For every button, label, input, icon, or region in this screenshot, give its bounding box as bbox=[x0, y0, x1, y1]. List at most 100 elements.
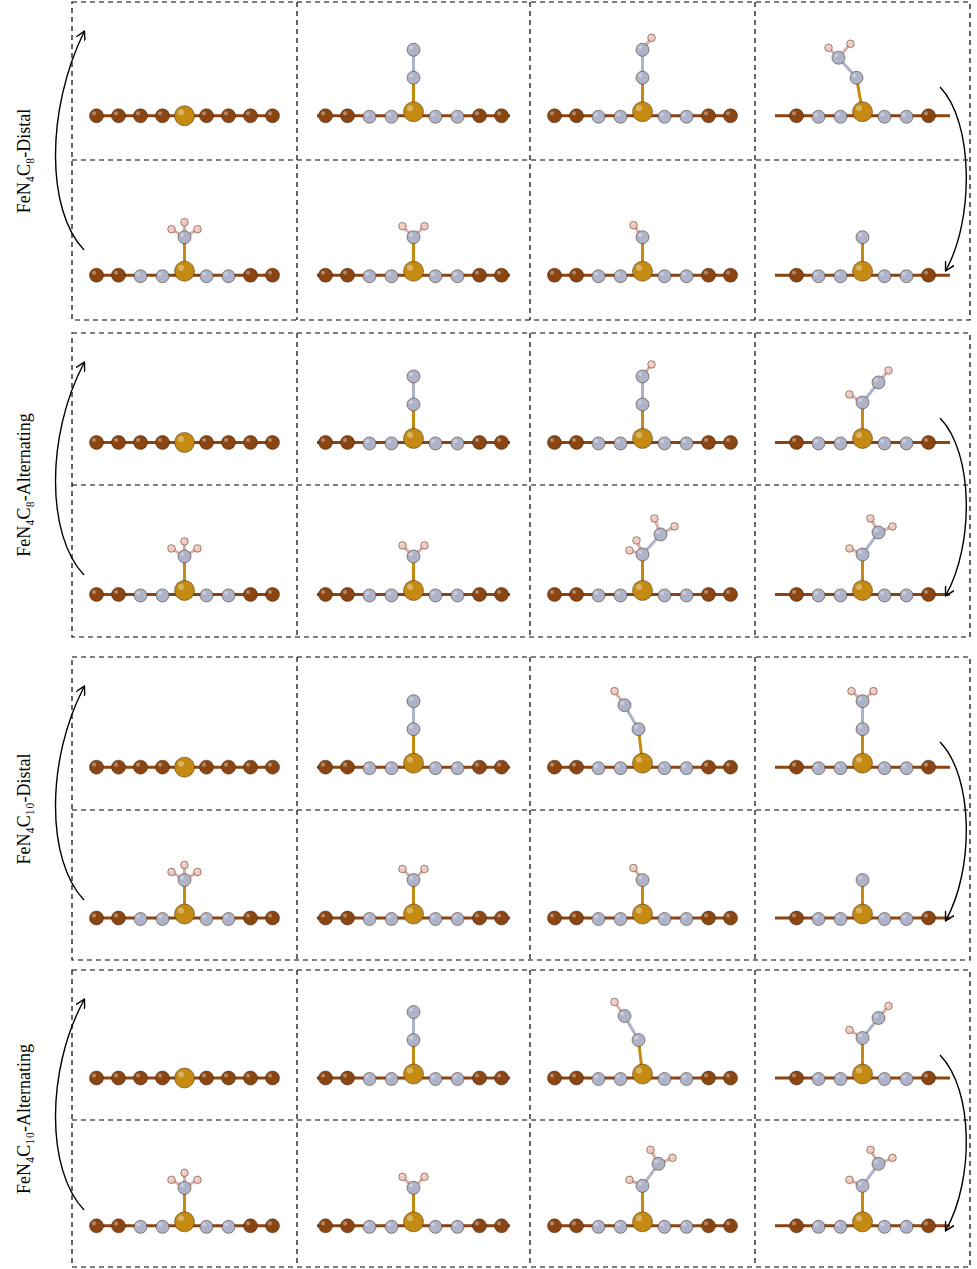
atom bbox=[222, 760, 236, 774]
atom-shine bbox=[387, 915, 391, 919]
atom bbox=[222, 270, 235, 283]
atom bbox=[194, 1176, 202, 1184]
atom-shine bbox=[178, 761, 184, 767]
atom bbox=[702, 1071, 716, 1085]
atom bbox=[244, 911, 258, 925]
cycle-arrow bbox=[940, 742, 966, 920]
atom bbox=[407, 550, 420, 563]
atom bbox=[790, 435, 804, 449]
atom bbox=[363, 589, 376, 602]
atom-shine bbox=[224, 272, 228, 276]
atom-shine bbox=[453, 915, 457, 919]
atom-shine bbox=[631, 223, 633, 225]
atom-shine bbox=[158, 763, 162, 767]
atom bbox=[156, 760, 170, 774]
atom bbox=[421, 865, 429, 873]
atom-shine bbox=[814, 272, 818, 276]
atom bbox=[175, 1068, 195, 1088]
atom bbox=[614, 110, 627, 123]
atom bbox=[889, 1154, 897, 1162]
atom-shine bbox=[409, 552, 413, 556]
atom bbox=[878, 1073, 891, 1086]
atom bbox=[878, 589, 891, 602]
atom bbox=[319, 911, 333, 925]
atom-shine bbox=[814, 915, 818, 919]
atom bbox=[614, 913, 627, 926]
atom bbox=[90, 1071, 104, 1085]
atom bbox=[872, 1012, 885, 1025]
atom bbox=[724, 268, 738, 282]
atom-shine bbox=[638, 1182, 642, 1186]
atom-shine bbox=[858, 233, 862, 237]
atom-shine bbox=[836, 1223, 840, 1227]
atom bbox=[633, 1212, 653, 1232]
atom-shine bbox=[902, 439, 906, 443]
atom-shine bbox=[814, 439, 818, 443]
atom-shine bbox=[638, 74, 642, 78]
atom-shine bbox=[178, 265, 184, 271]
atom-shine bbox=[343, 1221, 347, 1225]
atom-shine bbox=[409, 400, 413, 404]
atom bbox=[134, 1071, 148, 1085]
atom bbox=[404, 261, 424, 281]
atom bbox=[222, 435, 236, 449]
atom bbox=[702, 268, 716, 282]
atom bbox=[853, 1064, 873, 1084]
atom bbox=[900, 913, 913, 926]
atom bbox=[175, 904, 195, 924]
atom-shine bbox=[594, 439, 598, 443]
atom-shine bbox=[726, 590, 730, 594]
atom bbox=[922, 587, 936, 601]
atom bbox=[404, 1212, 424, 1232]
atom-shine bbox=[407, 1215, 413, 1221]
atom-shine bbox=[836, 272, 840, 276]
atom bbox=[473, 268, 487, 282]
cycle-arrow bbox=[56, 363, 85, 575]
atom bbox=[319, 760, 333, 774]
atom-shine bbox=[631, 866, 633, 868]
atom bbox=[244, 587, 258, 601]
atom bbox=[900, 270, 913, 283]
atom bbox=[922, 911, 936, 925]
atom-shine bbox=[387, 591, 391, 595]
atom-shine bbox=[880, 113, 884, 117]
atom bbox=[200, 913, 213, 926]
atom-shine bbox=[497, 1221, 501, 1225]
atom-shine bbox=[422, 543, 424, 545]
atom bbox=[834, 270, 847, 283]
atom bbox=[341, 760, 355, 774]
atom-shine bbox=[475, 913, 479, 917]
atom bbox=[853, 428, 873, 448]
atom bbox=[178, 1181, 191, 1194]
atom bbox=[385, 1073, 398, 1086]
atom-shine bbox=[792, 763, 796, 767]
atom-shine bbox=[431, 915, 435, 919]
atom bbox=[614, 437, 627, 450]
atom bbox=[404, 753, 424, 773]
atom-shine bbox=[178, 584, 184, 590]
atom bbox=[404, 428, 424, 448]
atom bbox=[633, 428, 653, 448]
atom-shine bbox=[114, 1073, 118, 1077]
atom bbox=[548, 1071, 562, 1085]
cycle-arrow bbox=[940, 87, 966, 270]
atom bbox=[812, 270, 825, 283]
atom bbox=[421, 542, 429, 550]
atom bbox=[658, 913, 671, 926]
atom-shine bbox=[660, 113, 664, 117]
atom bbox=[319, 268, 333, 282]
atom-shine bbox=[902, 272, 906, 276]
atom-shine bbox=[365, 915, 369, 919]
atom-shine bbox=[400, 867, 402, 869]
atom bbox=[592, 589, 605, 602]
atom-shine bbox=[169, 227, 171, 229]
atom-shine bbox=[849, 689, 851, 691]
atom-shine bbox=[880, 439, 884, 443]
atom-shine bbox=[572, 913, 576, 917]
atom bbox=[495, 760, 509, 774]
panel-frame bbox=[754, 2, 755, 320]
atom-shine bbox=[321, 111, 325, 115]
atom-shine bbox=[195, 1177, 197, 1179]
atom bbox=[407, 1034, 420, 1047]
atom bbox=[626, 547, 634, 555]
